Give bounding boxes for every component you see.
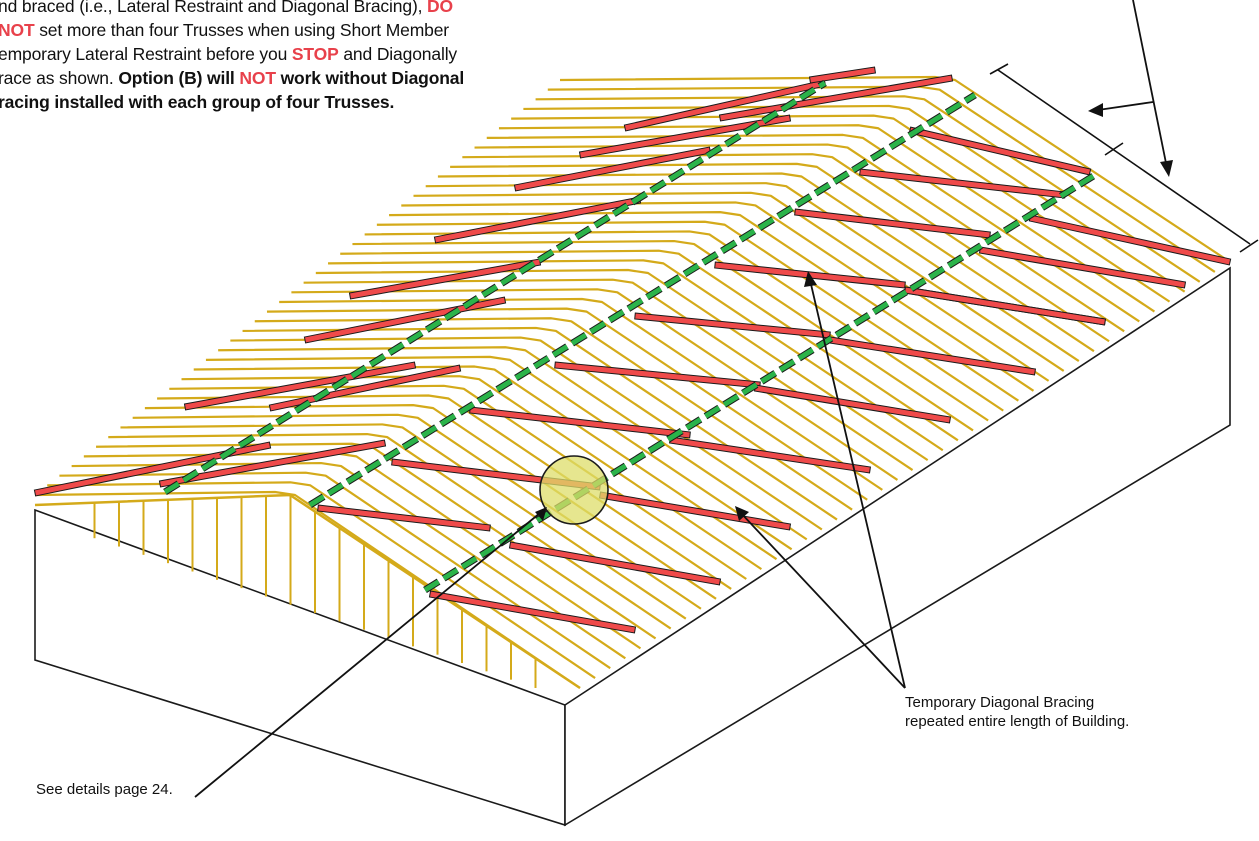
truss (205, 355, 793, 551)
diagonal-brace (808, 66, 877, 84)
instruction-line-4: race as shown. Option (B) will NOT work … (0, 68, 465, 88)
truss (34, 490, 581, 689)
diagonal-brace (978, 246, 1187, 289)
see-details-label: See details page 24. (36, 781, 173, 798)
truss (511, 114, 1171, 303)
diagonal-brace (348, 258, 542, 300)
lateral-restraint (308, 92, 977, 508)
instruction-paragraph: nd braced (i.e., Lateral Restraint and D… (0, 0, 600, 114)
arrow-heads (535, 103, 1173, 521)
diagonal-brace (1028, 214, 1232, 266)
diagonal-brace (428, 590, 637, 634)
truss (547, 85, 1216, 273)
truss (181, 375, 763, 571)
truss (279, 297, 883, 491)
diagonal-brace (718, 74, 954, 122)
diagonal-brace (33, 441, 272, 497)
building-outline (34, 266, 1231, 827)
diagonal-brace (469, 406, 691, 439)
truss (474, 143, 1125, 333)
diagonal-brace (158, 439, 387, 488)
diagonal-brace (508, 541, 722, 586)
diagonal-brace (317, 504, 491, 532)
instruction-line-1: nd braced (i.e., Lateral Restraint and D… (0, 0, 453, 16)
instruction-line-5: racing installed with each group of four… (0, 92, 395, 112)
diagonal-brace (859, 168, 1066, 199)
diagonal-brace (554, 361, 761, 389)
lateral-restraint-lines (163, 80, 1097, 593)
truss (486, 133, 1140, 323)
truss (108, 432, 672, 630)
truss (218, 346, 808, 541)
truss (523, 104, 1186, 293)
pointer-arrows (194, 0, 1168, 798)
diagonal-brace (578, 114, 792, 159)
diagonal-brace (433, 196, 642, 244)
truss (425, 182, 1065, 372)
temporary-diagonal-bracing (33, 66, 1232, 634)
diagonal-bracing-label: Temporary Diagonal Bracing repeated enti… (905, 694, 1130, 730)
dimension-lines (989, 63, 1259, 253)
instruction-line-2: NOT set more than four Trusses when usin… (0, 20, 449, 40)
truss (71, 461, 626, 660)
lateral-restraint (163, 80, 827, 495)
instruction-line-3: emporary Lateral Restraint before you ST… (0, 44, 458, 64)
truss (120, 423, 687, 620)
detail-highlight-circle (539, 455, 609, 525)
truss (193, 365, 778, 561)
truss (535, 95, 1201, 283)
truss (413, 191, 1050, 382)
